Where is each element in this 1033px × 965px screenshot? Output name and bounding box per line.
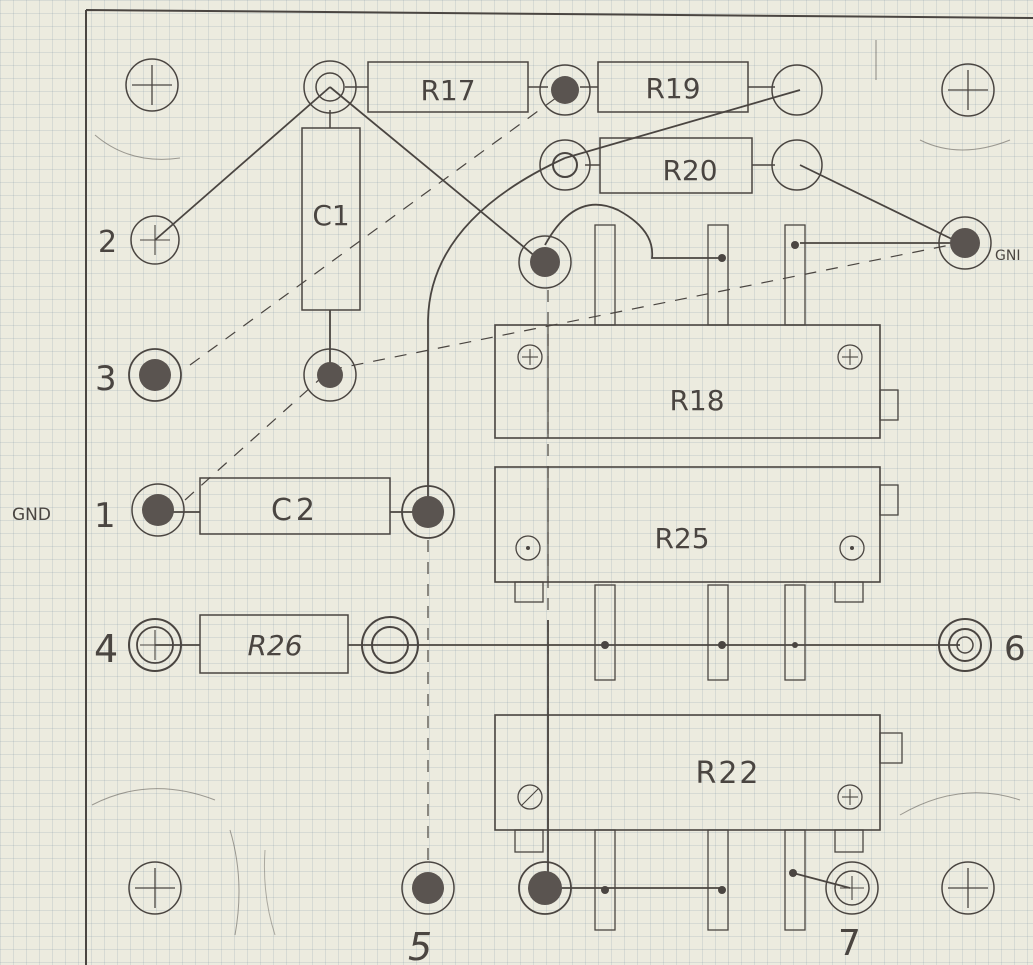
resistor-r20: R20 [585, 137, 775, 194]
pad-t4 [128, 618, 182, 672]
label-r20: R20 [662, 154, 717, 187]
trimmer-r18: R18 [494, 324, 899, 439]
pad-t6 [938, 618, 992, 672]
label-r19: R19 [645, 72, 700, 105]
capacitor-c2: C2 [199, 477, 391, 535]
label-r25: R25 [654, 522, 709, 555]
pad-bottom-mid [518, 861, 572, 915]
mounting-hole-tr [941, 63, 995, 117]
pad-c1-top [303, 60, 357, 114]
pad-gnd-right [938, 216, 992, 270]
gnd-label-left: GND [12, 505, 51, 525]
pad-t7 [825, 861, 879, 915]
pad-c2-right [401, 485, 455, 539]
label-c1: C1 [312, 199, 349, 232]
mounting-arc-bl [91, 788, 240, 936]
terminal-label-5: 5 [408, 925, 432, 965]
label-r22: R22 [695, 756, 760, 791]
mounting-arc-br [899, 792, 1021, 816]
pad-t2 [130, 215, 180, 265]
terminal-label-3: 3 [95, 359, 117, 399]
label-r26: R26 [247, 629, 302, 662]
mounting-arc-tr [919, 139, 1011, 151]
wires [154, 86, 961, 889]
pad-r17-r19 [539, 64, 591, 116]
terminal-label-1: 1 [94, 496, 116, 536]
gnd-label-right: GNI [995, 248, 1020, 264]
label-r18: R18 [669, 384, 724, 417]
pad-t5 [401, 861, 455, 915]
mounting-hole-bl [128, 861, 182, 915]
capacitor-c1: C1 [301, 110, 361, 311]
board-outline [85, 9, 1033, 965]
terminal-label-6: 6 [1004, 629, 1026, 669]
resistor-r17: R17 [345, 61, 548, 113]
pad-mid [518, 235, 572, 289]
pad-r20-right [771, 139, 823, 191]
pad-r20-left [539, 139, 591, 191]
pad-r26-right [361, 616, 419, 674]
resistor-r26: R26 [199, 614, 349, 674]
pad-t1 [131, 483, 185, 537]
pad-r19-right [771, 64, 823, 116]
terminal-label-2: 2 [98, 225, 117, 260]
trimmer-r25: R25 [494, 466, 899, 603]
label-c2: C2 [271, 493, 319, 528]
label-r17: R17 [420, 74, 475, 107]
mounting-arc-tl [94, 134, 181, 160]
junction-dots [601, 241, 799, 894]
mounting-hole-br [941, 861, 995, 915]
terminal-label-7: 7 [838, 923, 861, 964]
pad-t3 [128, 348, 182, 402]
resistor-r19: R19 [580, 61, 775, 113]
pad-c1-bottom [303, 348, 357, 402]
mounting-hole-tl [125, 58, 179, 112]
mounting-arc-bl2 [263, 849, 276, 936]
trimmer-r22: R22 [494, 714, 903, 853]
pin-strips [594, 224, 806, 931]
pads [128, 60, 992, 915]
terminal-label-4: 4 [94, 627, 118, 671]
